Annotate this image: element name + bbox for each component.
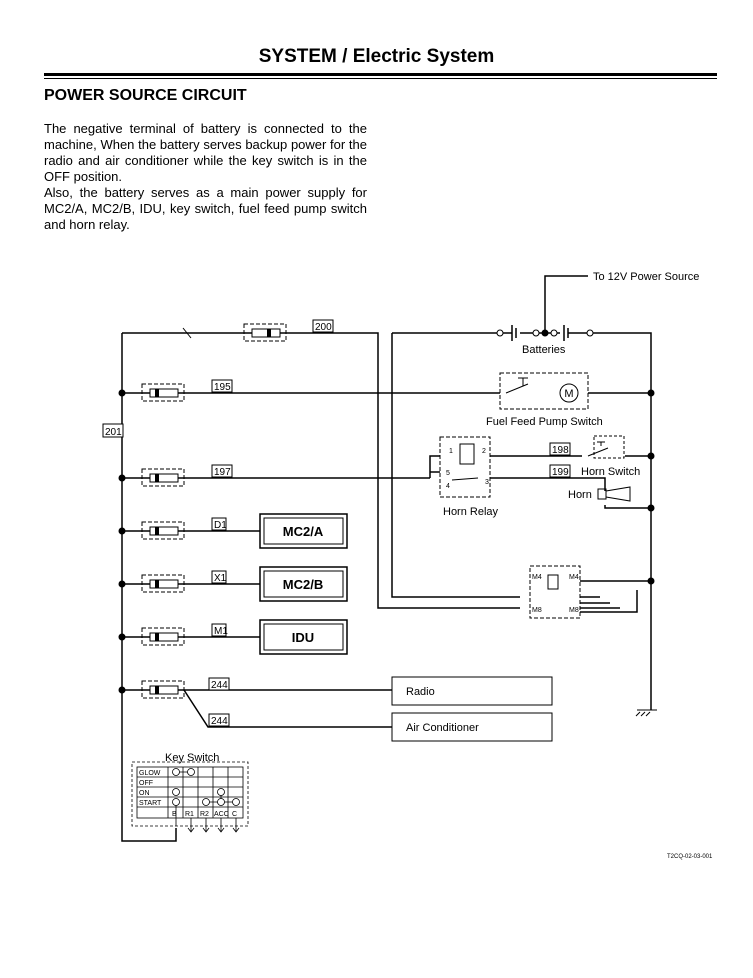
- relay-pin-4: 4: [446, 483, 450, 490]
- ecu-pin-m8-right: M8: [569, 607, 579, 614]
- relay-pin-3: 3: [485, 479, 489, 486]
- wire-label-m1: M1: [214, 626, 228, 637]
- horn-switch-label: Horn Switch: [581, 466, 640, 478]
- section-title: POWER SOURCE CIRCUIT: [44, 87, 247, 104]
- idu-box-label: IDU: [292, 630, 314, 645]
- key-row-on: ON: [139, 790, 150, 797]
- wire-label-195: 195: [214, 382, 231, 393]
- figure-code: T2CQ-02-03-001: [667, 854, 713, 860]
- wire-label-244-aircon: 244: [211, 716, 228, 727]
- key-col-acc: ACC: [214, 811, 229, 818]
- ecu-pin-m4-left: M4: [532, 574, 542, 581]
- wire-label-d1: D1: [214, 520, 227, 531]
- fuel-pump-switch-label: Fuel Feed Pump Switch: [486, 416, 603, 428]
- key-row-start: START: [139, 800, 162, 807]
- paragraph-2: Also, the battery serves as a main power…: [44, 185, 367, 232]
- mc2b-box-label: MC2/B: [283, 577, 323, 592]
- wire-label-244-radio: 244: [211, 680, 228, 691]
- header-rule-thick: [44, 73, 717, 76]
- key-switch-title: Key Switch: [165, 752, 219, 764]
- aircon-label: Air Conditioner: [406, 722, 479, 734]
- key-switch-table: [131, 761, 249, 833]
- horn-label: Horn: [568, 489, 592, 501]
- power-source-label: To 12V Power Source: [593, 271, 699, 283]
- wire-label-199: 199: [552, 467, 569, 478]
- key-col-r1: R1: [185, 811, 194, 818]
- key-col-c: C: [232, 811, 237, 818]
- paragraph-1: The negative terminal of battery is conn…: [44, 121, 367, 184]
- ecu-pin-m4-right: M4: [569, 574, 579, 581]
- batteries-label: Batteries: [522, 344, 566, 356]
- key-col-r2: R2: [200, 811, 209, 818]
- relay-pin-5: 5: [446, 470, 450, 477]
- header-rule-thin: [44, 78, 717, 79]
- relay-pin-1: 1: [449, 448, 453, 455]
- wire-label-x1: X1: [214, 573, 227, 584]
- wire-label-200: 200: [315, 322, 332, 333]
- wire-label-197: 197: [214, 467, 231, 478]
- page-header-title: SYSTEM / Electric System: [258, 46, 495, 67]
- wire-label-198: 198: [552, 445, 569, 456]
- mc2a-box-label: MC2/A: [283, 524, 324, 539]
- ecu-pin-m8-left: M8: [532, 607, 542, 614]
- wire-label-201: 201: [105, 427, 122, 438]
- body-text: The negative terminal of battery is conn…: [44, 121, 367, 233]
- key-row-glow: GLOW: [139, 770, 161, 777]
- radio-label: Radio: [406, 686, 435, 698]
- motor-icon: M: [564, 388, 573, 400]
- horn-relay-label: Horn Relay: [443, 506, 499, 518]
- relay-pin-2: 2: [482, 448, 486, 455]
- key-row-off: OFF: [139, 780, 153, 787]
- key-col-b: B: [172, 811, 177, 818]
